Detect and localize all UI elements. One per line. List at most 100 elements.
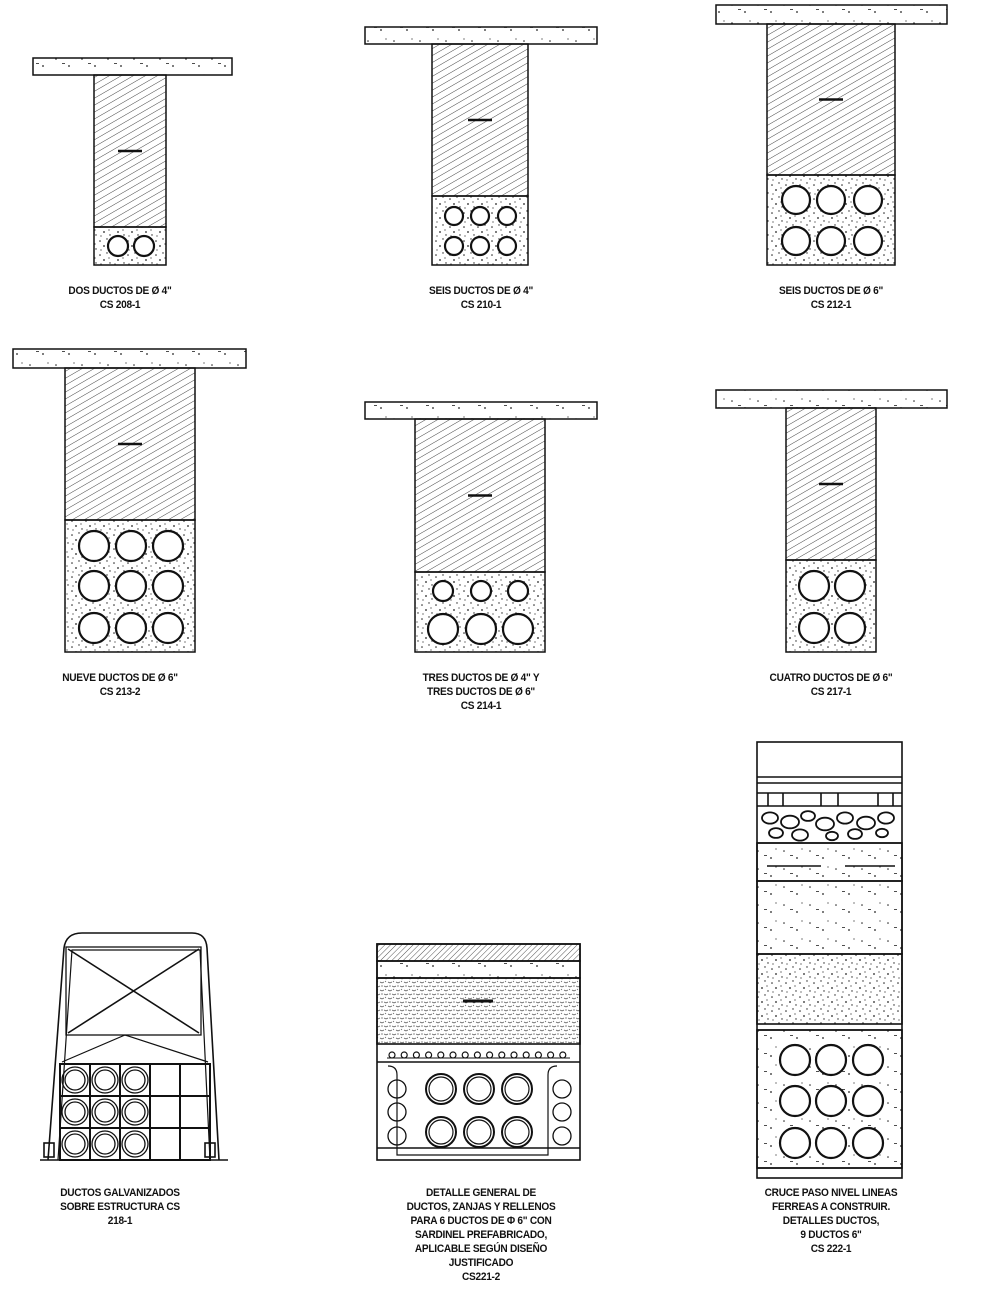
side-duct — [552, 1079, 572, 1099]
ballast-stone — [815, 816, 835, 832]
side-duct — [552, 1126, 572, 1146]
duct-circle — [501, 1073, 533, 1105]
duct-circle — [504, 1119, 530, 1145]
duct-circle — [778, 1043, 812, 1077]
small-conduit — [461, 1051, 469, 1059]
small-conduit — [400, 1051, 408, 1059]
grid-cell — [179, 1127, 211, 1161]
duct-circle — [425, 1073, 457, 1105]
duct-circle — [466, 1076, 492, 1102]
caption-line: 218-1 — [107, 1215, 133, 1227]
section-caption-cs212: SEIS DUCTOS DE Ø 6"CS 212-1 — [693, 284, 969, 312]
duct-circle — [64, 1101, 86, 1123]
duct-circle — [77, 529, 111, 563]
ballast-stone — [780, 814, 800, 830]
duct-circle — [833, 569, 867, 603]
duct-circle — [114, 569, 148, 603]
caption-line: JUSTIFICADO — [448, 1257, 514, 1269]
duct-circle — [443, 235, 465, 257]
duct-circle — [851, 1126, 885, 1160]
trench-fill-detail — [376, 943, 581, 1161]
ballast-stone — [761, 811, 779, 825]
side-duct — [387, 1102, 407, 1122]
caption-line: CS 217-1 — [810, 686, 852, 698]
railway-crossing-section — [756, 741, 903, 1179]
side-duct — [552, 1102, 572, 1122]
duct-circle — [501, 612, 535, 646]
duct-circle — [469, 205, 491, 227]
ballast-stone — [847, 828, 863, 840]
duct-circle — [64, 1133, 86, 1155]
duct-circle — [94, 1101, 116, 1123]
caption-line: CS 210-1 — [460, 299, 502, 311]
caption-line: CS 212-1 — [810, 299, 852, 311]
concrete-slab — [364, 401, 598, 420]
duct-circle — [431, 579, 455, 603]
duct-circle — [504, 1076, 530, 1102]
caption-line: SOBRE ESTRUCTURA CS — [60, 1201, 180, 1213]
ballast-stone — [800, 810, 816, 822]
duct-circle — [151, 529, 185, 563]
caption-line: APLICABLE SEGÚN DISEÑO — [414, 1243, 548, 1255]
caption-line: TRES DUCTOS DE Ø 6" — [427, 686, 535, 698]
duct-circle — [425, 1116, 457, 1148]
caption-line: CS 208-1 — [99, 299, 141, 311]
caption-line: DOS DUCTOS DE Ø 4" — [68, 285, 172, 297]
duct-circle — [496, 205, 518, 227]
concrete-slab — [364, 26, 598, 45]
small-conduit — [473, 1051, 481, 1059]
duct-circle — [851, 1043, 885, 1077]
caption-line: TRES DUCTOS DE Ø 4" Y — [422, 672, 540, 684]
duct-section-cs210 — [364, 26, 598, 266]
duct-section-cs213 — [12, 348, 247, 653]
galvanized-duct-structure — [40, 932, 228, 1161]
caption-line: CRUCE PASO NIVEL LINEAS — [764, 1187, 898, 1199]
ballast-stone — [825, 830, 839, 842]
duct-circle — [426, 612, 460, 646]
duct-circle — [124, 1133, 146, 1155]
grid-cell — [149, 1063, 181, 1097]
small-conduit — [437, 1051, 445, 1059]
duct-circle — [815, 225, 847, 257]
side-duct — [387, 1126, 407, 1146]
duct-circle — [466, 1119, 492, 1145]
caption-line: CS 222-1 — [810, 1243, 852, 1255]
duct-circle — [780, 184, 812, 216]
duct-circle — [106, 234, 130, 258]
side-duct — [387, 1079, 407, 1099]
ballast-stone — [856, 815, 876, 831]
duct-circle — [778, 1084, 812, 1118]
caption-line: CS221-2 — [461, 1271, 501, 1283]
duct-circle — [61, 1098, 89, 1126]
small-conduit — [486, 1051, 494, 1059]
small-conduit — [412, 1051, 420, 1059]
duct-circle — [851, 1084, 885, 1118]
duct-circle — [61, 1066, 89, 1094]
duct-circle — [469, 579, 493, 603]
duct-circle — [114, 611, 148, 645]
small-conduit — [559, 1051, 567, 1059]
duct-section-cs214 — [364, 401, 598, 653]
duct-circle — [797, 569, 831, 603]
caption-line: DETALLE GENERAL DE — [426, 1187, 536, 1199]
grid-cell — [179, 1095, 211, 1129]
duct-circle — [506, 579, 530, 603]
concrete-slab — [32, 57, 233, 76]
caption-line: CUATRO DUCTOS DE Ø 6" — [769, 672, 893, 684]
caption-line: CS 213-2 — [99, 686, 141, 698]
duct-circle — [780, 225, 812, 257]
duct-circle — [121, 1098, 149, 1126]
concrete-duct-bank — [93, 226, 167, 266]
duct-circle — [61, 1130, 89, 1158]
concrete-slab — [12, 348, 247, 369]
duct-circle — [94, 1133, 116, 1155]
duct-section-cs212 — [715, 4, 948, 266]
ballast-stone — [877, 811, 895, 825]
duct-circle — [814, 1084, 848, 1118]
duct-circle — [463, 1116, 495, 1148]
duct-circle — [77, 569, 111, 603]
duct-circle — [814, 1126, 848, 1160]
